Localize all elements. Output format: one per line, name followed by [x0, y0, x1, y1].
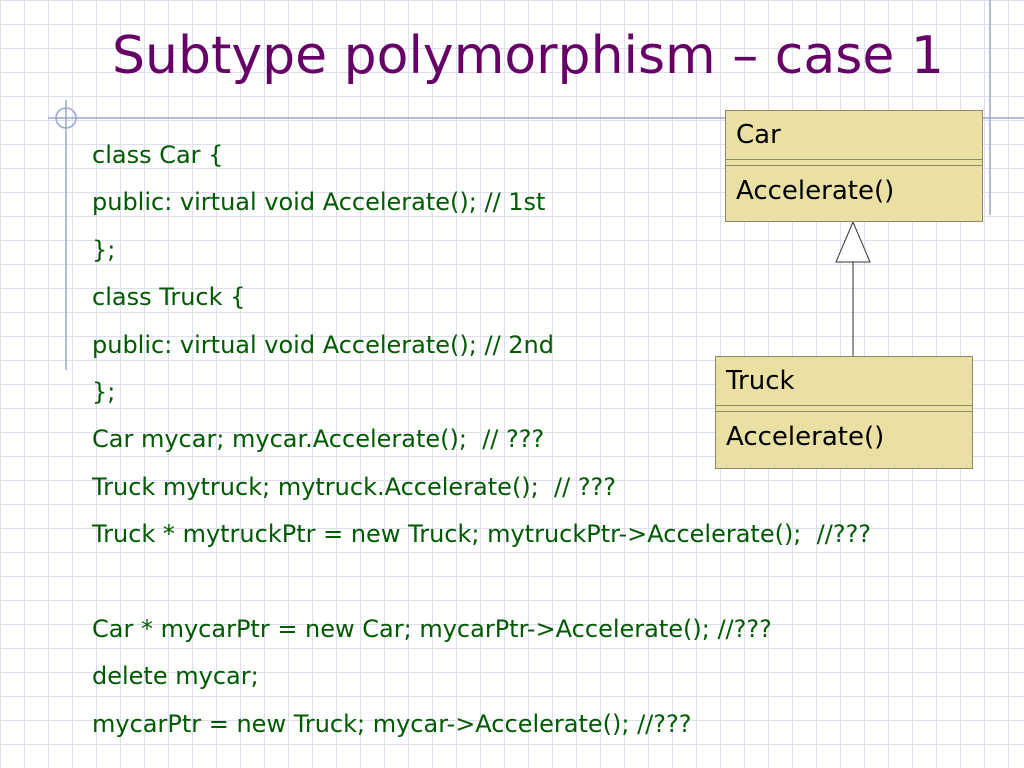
code-line: };: [92, 235, 116, 264]
uml-attributes-section: [716, 406, 972, 412]
code-line: delete mycar;: [92, 662, 259, 691]
uml-method: Accelerate(): [736, 176, 895, 206]
code-line: class Car {: [92, 141, 224, 169]
code-line: public: virtual void Accelerate(); // 1s…: [92, 188, 546, 217]
uml-class-truck: Truck Accelerate(): [715, 356, 973, 469]
code-line: Car * mycarPtr = new Car; mycarPtr->Acce…: [92, 614, 772, 643]
slide-title: Subtype polymorphism – case 1: [112, 26, 944, 86]
uml-class-name: Truck: [716, 357, 972, 406]
code-block: class Car { public: virtual void Acceler…: [92, 137, 871, 753]
uml-attributes-section: [726, 160, 982, 166]
code-line: };: [92, 377, 116, 406]
uml-class-name: Car: [726, 111, 982, 160]
uml-class-car: Car Accelerate(): [725, 110, 983, 222]
code-line: Truck mytruck; mytruck.Accelerate(); // …: [92, 472, 617, 501]
uml-method: Accelerate(): [726, 422, 885, 452]
code-line: Truck * mytruckPtr = new Truck; mytruckP…: [92, 520, 872, 549]
code-line: Car mycar; mycar.Accelerate(); // ???: [92, 425, 545, 454]
code-line: public: virtual void Accelerate(); // 2n…: [92, 330, 554, 359]
code-line: class Truck {: [92, 283, 246, 312]
code-line: [92, 564, 871, 611]
code-line: mycarPtr = new Truck; mycar->Accelerate(…: [92, 709, 692, 738]
